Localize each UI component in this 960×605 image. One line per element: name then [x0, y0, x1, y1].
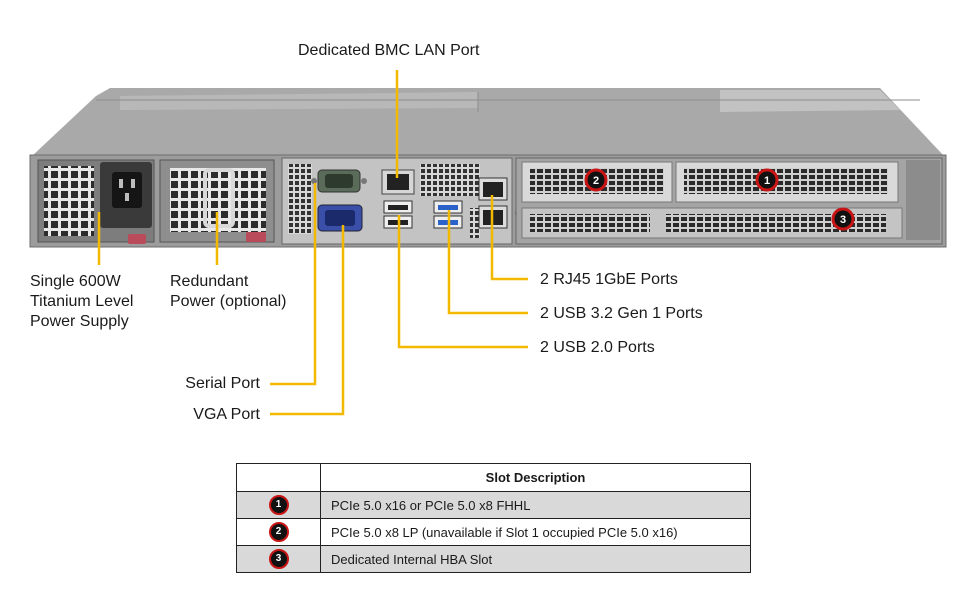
leader-usb32 [447, 210, 528, 315]
table-header-row: Slot Description [236, 463, 751, 492]
table-header-title: Slot Description [320, 463, 751, 492]
table-row: 3 Dedicated Internal HBA Slot [236, 545, 751, 573]
label-redundant-power: Redundant Power (optional) [170, 273, 287, 310]
label-power-supply: Single 600W Titanium Level Power Supply [30, 273, 134, 330]
expansion-slot-area [515, 157, 943, 245]
leader-serial [270, 183, 317, 386]
label-rj45-ports: 2 RJ45 1GbE Ports [540, 271, 678, 288]
chassis-rear-face: 2 1 3 [29, 154, 947, 248]
slot-badge-3: 3 [831, 207, 855, 231]
leader-rj45 [490, 195, 528, 281]
label-vga-port: VGA Port [193, 406, 260, 423]
table-row: 2 PCIe 5.0 x8 LP (unavailable if Slot 1 … [236, 518, 751, 546]
leader-vga [270, 225, 345, 416]
slot-badge-2: 2 [584, 168, 608, 192]
slot-badge-1-icon: 1 [268, 495, 289, 515]
slot-badge-3-icon: 3 [268, 549, 289, 569]
io-panel [281, 157, 523, 245]
vga-port [317, 204, 363, 232]
slot-description-table: Slot Description 1 PCIe 5.0 x16 or PCIe … [236, 463, 751, 573]
svg-text:2: 2 [593, 175, 599, 187]
serial-port [311, 169, 367, 193]
table-row: 1 PCIe 5.0 x16 or PCIe 5.0 x8 FHHL [236, 491, 751, 519]
label-bmc-lan-port: Dedicated BMC LAN Port [298, 42, 480, 59]
leader-lines [97, 70, 528, 416]
slot-badge-1: 1 [755, 168, 779, 192]
label-usb-3-2-ports: 2 USB 3.2 Gen 1 Ports [540, 305, 703, 322]
slot-badge-2-icon: 2 [268, 522, 289, 542]
svg-text:3: 3 [840, 214, 846, 226]
slot-description: Dedicated Internal HBA Slot [320, 545, 751, 573]
slot-description: PCIe 5.0 x8 LP (unavailable if Slot 1 oc… [320, 518, 751, 546]
slot-description: PCIe 5.0 x16 or PCIe 5.0 x8 FHHL [320, 491, 751, 519]
table-header-blank [236, 463, 321, 492]
chassis-top [32, 88, 944, 156]
leader-usb20 [397, 215, 528, 349]
label-usb-2-0-ports: 2 USB 2.0 Ports [540, 339, 655, 356]
svg-text:1: 1 [764, 175, 770, 187]
power-supply-module [37, 159, 155, 244]
label-serial-port: Serial Port [185, 375, 260, 392]
